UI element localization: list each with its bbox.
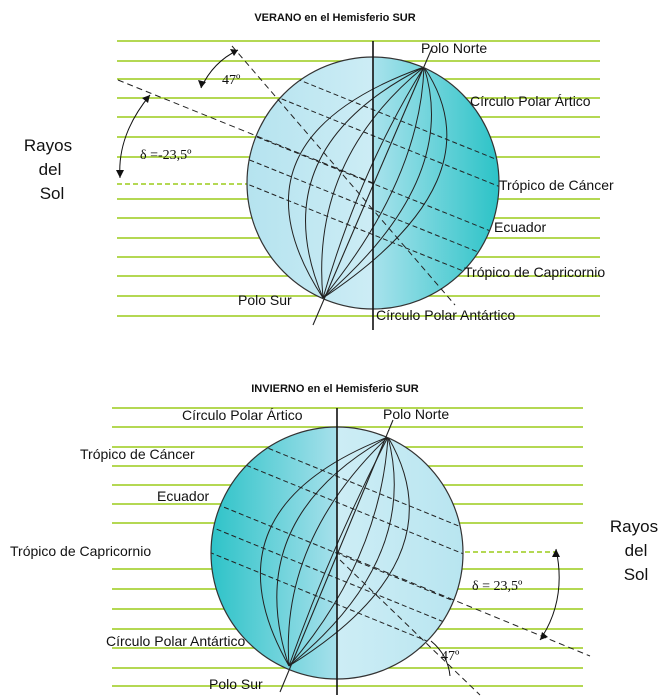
label-tropic-cancer-top: Trópico de Cáncer (499, 177, 614, 193)
svg-text:Sol: Sol (624, 565, 649, 584)
label-north-pole-top: Polo Norte (421, 40, 487, 56)
rays-label-top: Rayos del Sol (24, 136, 72, 203)
angle-arc-delta-top (119, 94, 151, 179)
label-antarctic-circle-top: Círculo Polar Antártico (376, 307, 515, 323)
label-south-pole-top: Polo Sur (238, 292, 292, 308)
declination-top: δ =-23,5º (140, 148, 192, 163)
declination-bottom: δ = 23,5º (472, 579, 523, 594)
summer-title: VERANO en el Hemisferio SUR (254, 12, 415, 24)
label-north-pole-bottom: Polo Norte (383, 406, 449, 422)
globe-top (117, 41, 500, 330)
winter-diagram: INVIERNO en el Hemisferio SUR (10, 383, 658, 696)
label-tropic-capricorn-bottom: Trópico de Capricornio (10, 543, 151, 559)
svg-text:Rayos: Rayos (24, 136, 72, 155)
label-antarctic-circle-bottom: Círculo Polar Antártico (106, 633, 245, 649)
winter-title: INVIERNO en el Hemisferio SUR (251, 383, 419, 395)
svg-text:del: del (625, 541, 648, 560)
label-equator-bottom: Ecuador (157, 488, 209, 504)
label-arctic-circle-top: Círculo Polar Ártico (470, 93, 591, 109)
label-equator-top: Ecuador (494, 219, 546, 235)
svg-text:Sol: Sol (40, 184, 65, 203)
rays-label-bottom: Rayos del Sol (610, 517, 658, 584)
label-south-pole-bottom: Polo Sur (209, 676, 263, 692)
angle-arc-delta-bottom (539, 548, 560, 641)
angle-47-bottom: 47º (441, 649, 460, 664)
angle-arc-47-bottom (430, 640, 451, 677)
label-tropic-capricorn-top: Trópico de Capricornio (464, 264, 605, 280)
svg-text:del: del (39, 160, 62, 179)
label-tropic-cancer-bottom: Trópico de Cáncer (80, 446, 195, 462)
label-arctic-circle-bottom: Círculo Polar Ártico (182, 407, 303, 423)
angle-47-top: 47º (222, 73, 241, 88)
globe-bottom (210, 408, 591, 696)
summer-diagram: VERANO en el Hemisferio SUR (24, 12, 614, 330)
svg-text:Rayos: Rayos (610, 517, 658, 536)
